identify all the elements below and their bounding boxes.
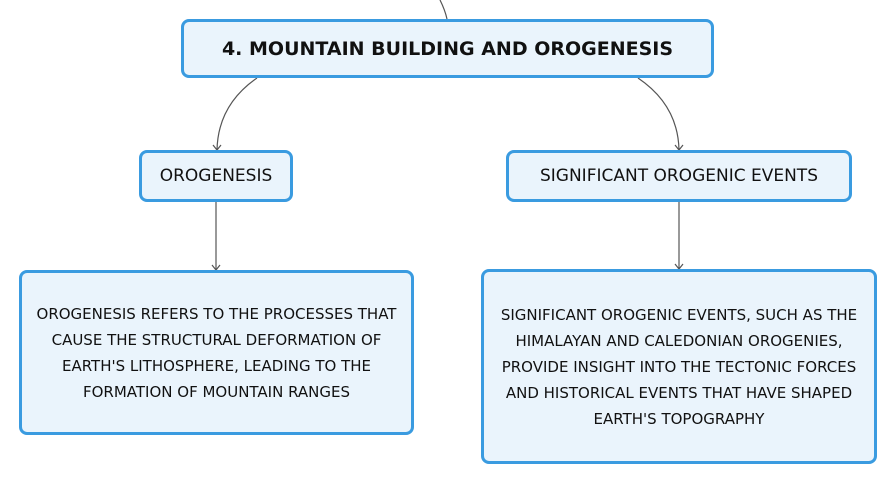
root-topic-node[interactable]: 4. MOUNTAIN BUILDING AND OROGENESIS [181,19,714,78]
topic-label-orogenesis: OROGENESIS [159,166,273,186]
root-topic-label: 4. MOUNTAIN BUILDING AND OROGENESIS [221,37,674,60]
topic-label-significant-orogenic-events: SIGNIFICANT OROGENIC EVENTS [539,166,818,186]
detail-node-orogenesis[interactable]: OROGENESIS REFERS TO THE PROCESSES THAT … [19,270,414,435]
connector-parent-to-root [439,0,448,20]
detail-text-significant-orogenic-events: SIGNIFICANT OROGENIC EVENTS, SUCH AS THE… [500,305,858,428]
connector-root-to-orogenesis [216,77,258,151]
topic-node-significant-orogenic-events[interactable]: SIGNIFICANT OROGENIC EVENTS [506,150,852,202]
detail-text-orogenesis: OROGENESIS REFERS TO THE PROCESSES THAT … [36,304,397,401]
connector-root-to-significant-events [637,77,680,151]
topic-node-orogenesis[interactable]: OROGENESIS [139,150,293,202]
detail-node-significant-orogenic-events[interactable]: SIGNIFICANT OROGENIC EVENTS, SUCH AS THE… [481,269,877,464]
